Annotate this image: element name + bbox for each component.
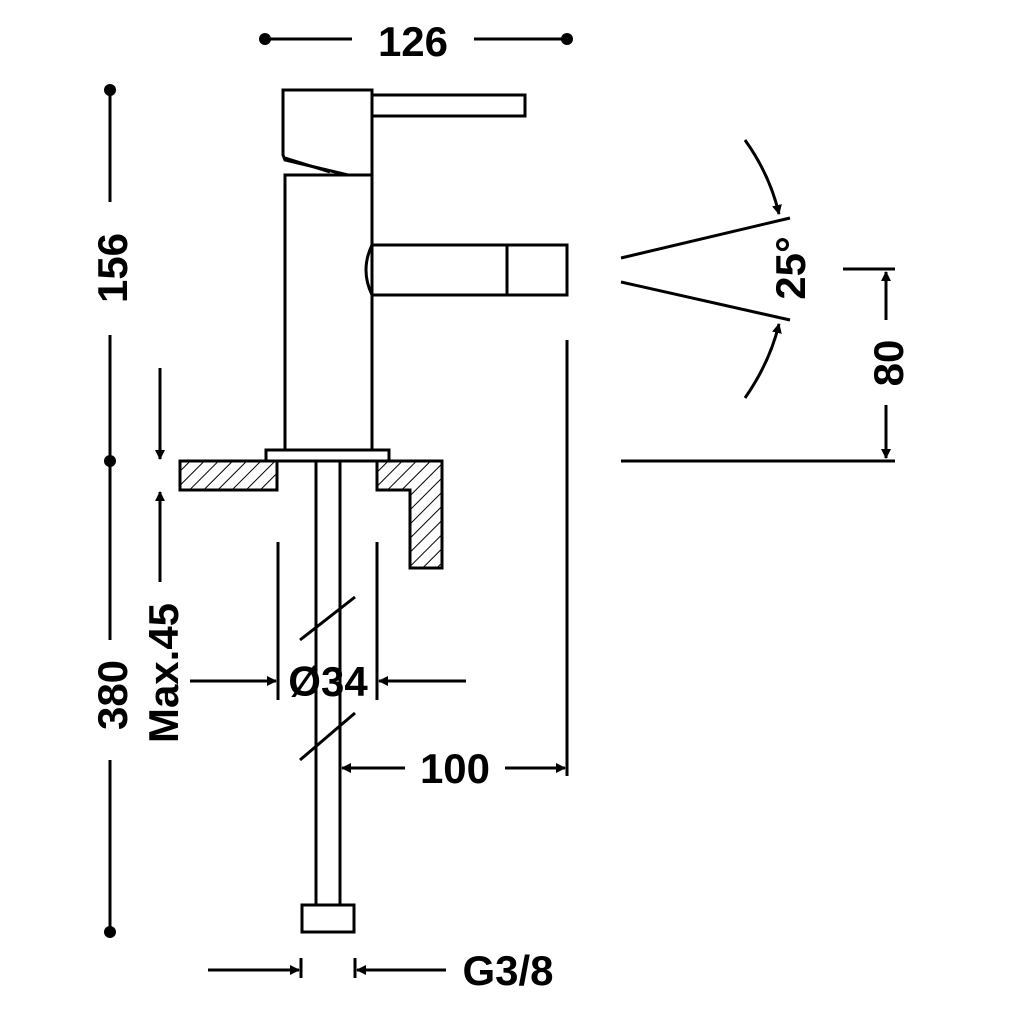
spout-height-dimension [621, 267, 895, 463]
projection-label: 100 [420, 745, 490, 792]
deck-section [178, 459, 444, 570]
supply-hose [299, 461, 356, 934]
faucet-body [264, 88, 569, 463]
total-length-label: 380 [89, 660, 136, 730]
thread-dimension [208, 958, 446, 978]
projection-dimension [341, 340, 569, 776]
spray-angle-dimension [620, 139, 791, 399]
hole-diameter-label: Ø34 [288, 658, 368, 705]
height-dimension-line [104, 84, 116, 938]
deck-thickness-label: Max.45 [140, 603, 187, 743]
thread-label: G3/8 [462, 947, 553, 994]
angle-label: 25° [767, 236, 814, 300]
spout-height-label: 80 [865, 340, 912, 387]
hole-diameter-dimension [190, 542, 466, 700]
width-label: 126 [378, 18, 448, 65]
width-dimension [259, 33, 573, 45]
height-label: 156 [89, 233, 136, 303]
